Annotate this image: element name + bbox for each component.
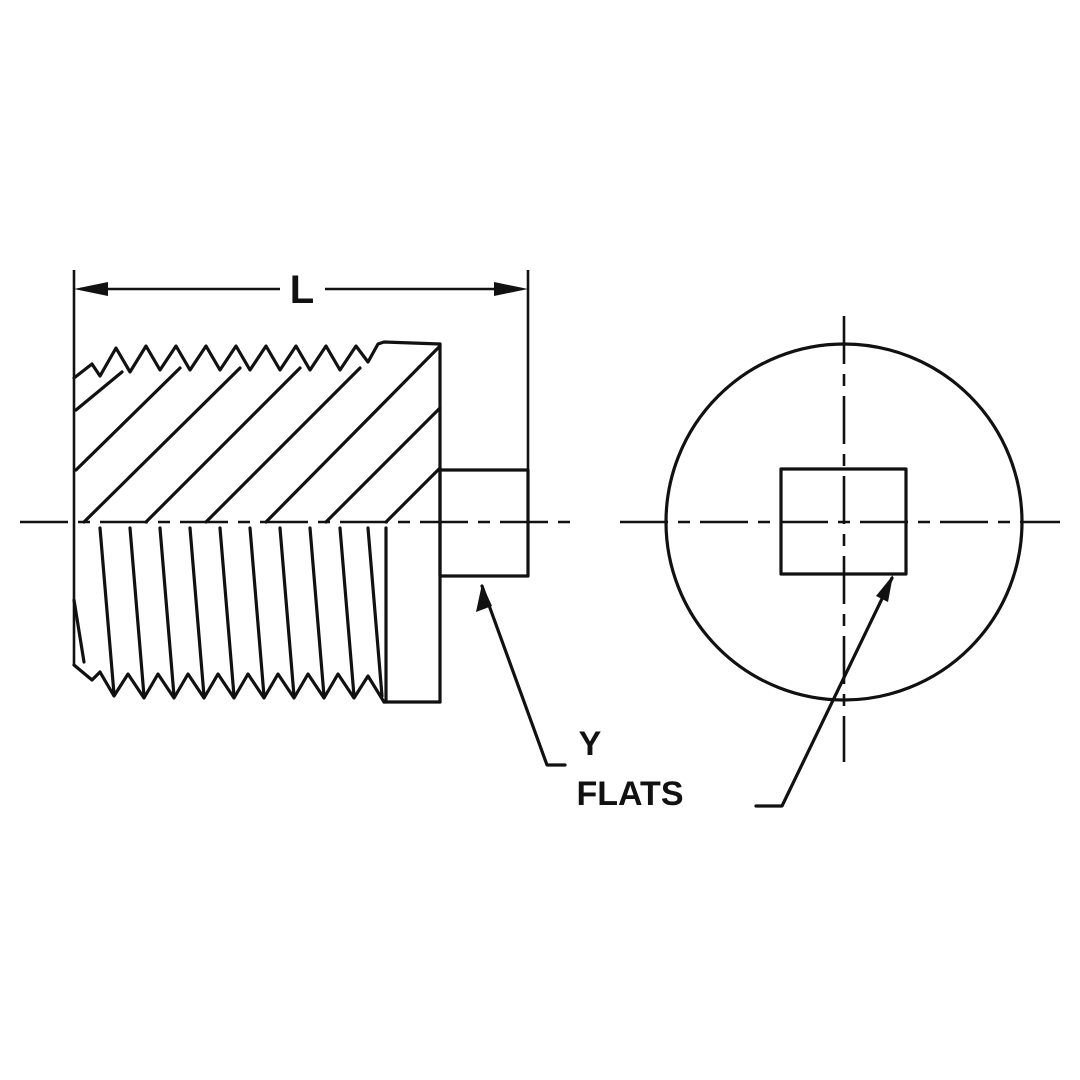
top-thread-profile bbox=[72, 340, 442, 380]
square-head bbox=[438, 468, 530, 578]
arrow-left-icon bbox=[74, 282, 108, 296]
leader-arrow-end-icon bbox=[876, 575, 893, 602]
plug-outline-circle bbox=[664, 342, 1024, 702]
flats-leader-line-side bbox=[480, 584, 567, 767]
side-view: L bbox=[20, 268, 570, 767]
flats-letter-label: Y bbox=[579, 725, 602, 763]
thread-lines bbox=[72, 526, 384, 698]
section-hatching bbox=[74, 344, 442, 524]
leader-arrow-side-icon bbox=[476, 584, 492, 612]
arrow-right-icon bbox=[494, 282, 528, 296]
flats-word-label: FLATS bbox=[576, 775, 683, 813]
length-label: L bbox=[290, 268, 314, 312]
flats-leader-line-end bbox=[754, 576, 894, 808]
bottom-thread-profile bbox=[72, 663, 386, 704]
end-view bbox=[620, 316, 1060, 808]
square-head-end bbox=[779, 467, 908, 576]
